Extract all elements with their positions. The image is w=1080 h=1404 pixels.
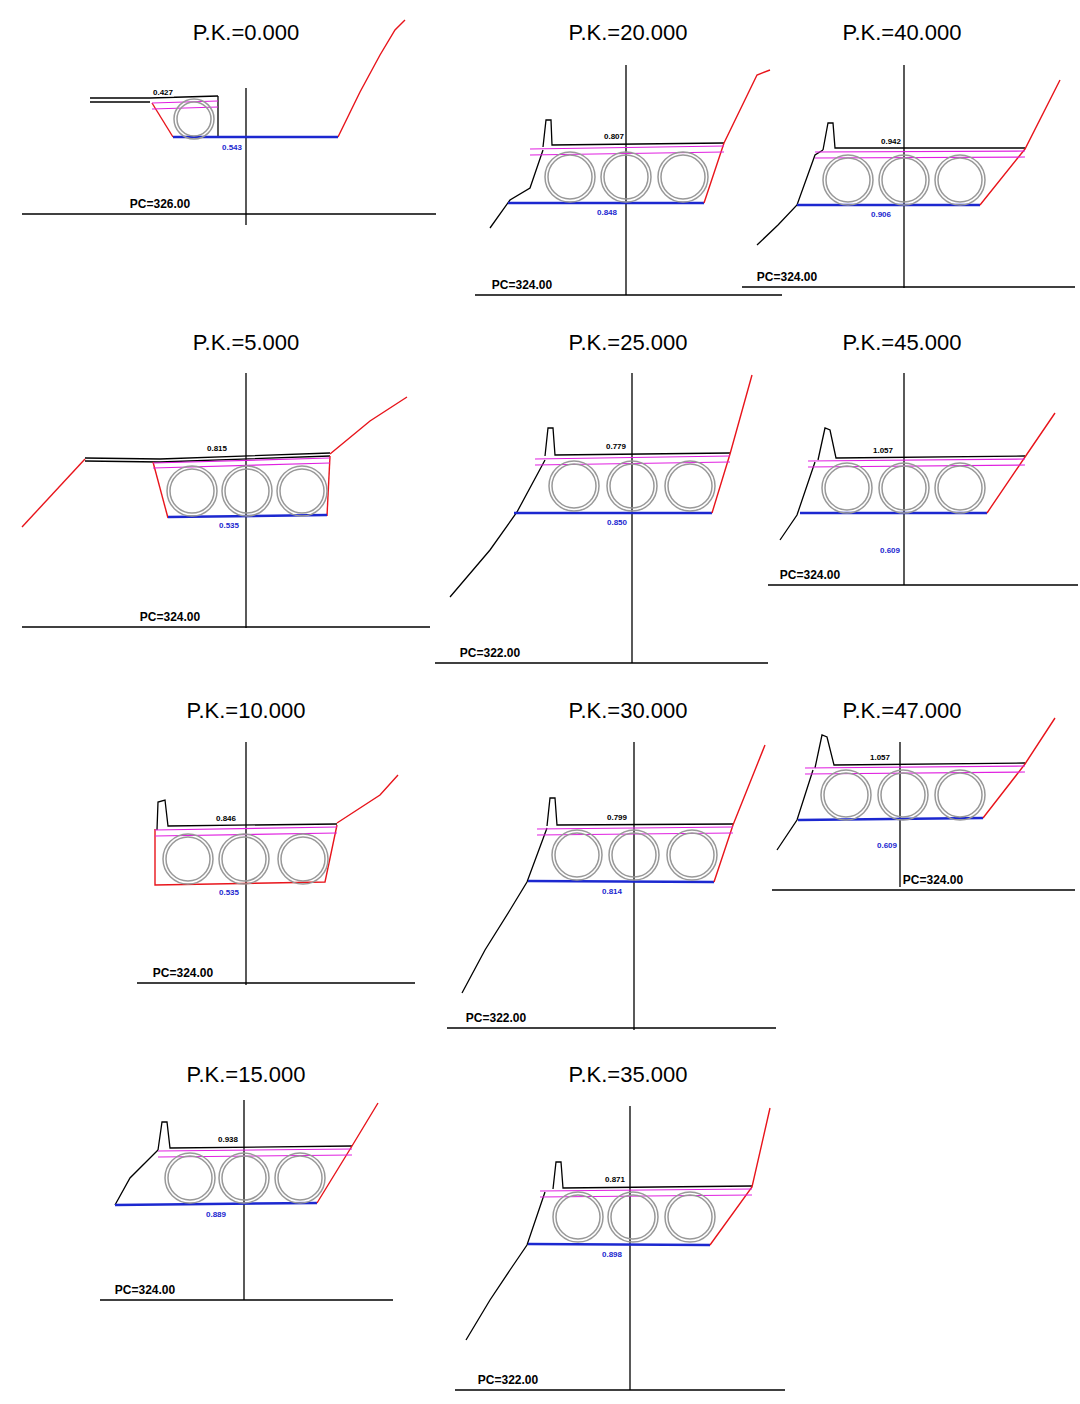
bed-depth: 0.848 bbox=[596, 208, 618, 217]
fill-depth: 0.807 bbox=[603, 132, 625, 141]
datum-label: PC=324.00 bbox=[779, 568, 841, 582]
station-title: P.K.=25.000 bbox=[568, 330, 689, 356]
station-title: P.K.=0.000 bbox=[192, 20, 301, 46]
bed-depth: 0.814 bbox=[601, 887, 623, 896]
bed-depth: 0.889 bbox=[205, 1210, 227, 1219]
datum-label: PC=326.00 bbox=[129, 197, 191, 211]
station-title: P.K.=40.000 bbox=[842, 20, 963, 46]
datum-label: PC=322.00 bbox=[465, 1011, 527, 1025]
fill-depth: 1.057 bbox=[869, 753, 891, 762]
fill-depth: 0.799 bbox=[606, 813, 628, 822]
station-title: P.K.=5.000 bbox=[192, 330, 301, 356]
bed-depth: 0.535 bbox=[218, 521, 240, 530]
fill-depth: 0.815 bbox=[206, 444, 228, 453]
datum-label: PC=324.00 bbox=[139, 610, 201, 624]
station-title: P.K.=20.000 bbox=[568, 20, 689, 46]
fill-depth: 0.846 bbox=[215, 814, 237, 823]
bed-depth: 0.850 bbox=[606, 518, 628, 527]
bed-depth: 0.906 bbox=[870, 210, 892, 219]
fill-depth: 0.942 bbox=[880, 137, 902, 146]
datum-label: PC=324.00 bbox=[491, 278, 553, 292]
bed-depth: 0.609 bbox=[876, 841, 898, 850]
bed-depth: 0.535 bbox=[218, 888, 240, 897]
datum-label: PC=322.00 bbox=[477, 1373, 539, 1387]
datum-label: PC=324.00 bbox=[152, 966, 214, 980]
station-title: P.K.=10.000 bbox=[186, 698, 307, 724]
fill-depth: 0.779 bbox=[605, 442, 627, 451]
fill-depth: 0.871 bbox=[604, 1175, 626, 1184]
datum-label: PC=324.00 bbox=[902, 873, 964, 887]
fill-depth: 1.057 bbox=[872, 446, 894, 455]
bed-depth: 0.898 bbox=[601, 1250, 623, 1259]
fill-depth: 0.938 bbox=[217, 1135, 239, 1144]
station-title: P.K.=45.000 bbox=[842, 330, 963, 356]
datum-label: PC=322.00 bbox=[459, 646, 521, 660]
station-title: P.K.=47.000 bbox=[842, 698, 963, 724]
station-title: P.K.=35.000 bbox=[568, 1062, 689, 1088]
datum-label: PC=324.00 bbox=[756, 270, 818, 284]
bed-depth: 0.543 bbox=[221, 143, 243, 152]
bed-depth: 0.609 bbox=[879, 546, 901, 555]
station-title: P.K.=15.000 bbox=[186, 1062, 307, 1088]
fill-depth: 0.427 bbox=[152, 88, 174, 97]
station-title: P.K.=30.000 bbox=[568, 698, 689, 724]
datum-label: PC=324.00 bbox=[114, 1283, 176, 1297]
